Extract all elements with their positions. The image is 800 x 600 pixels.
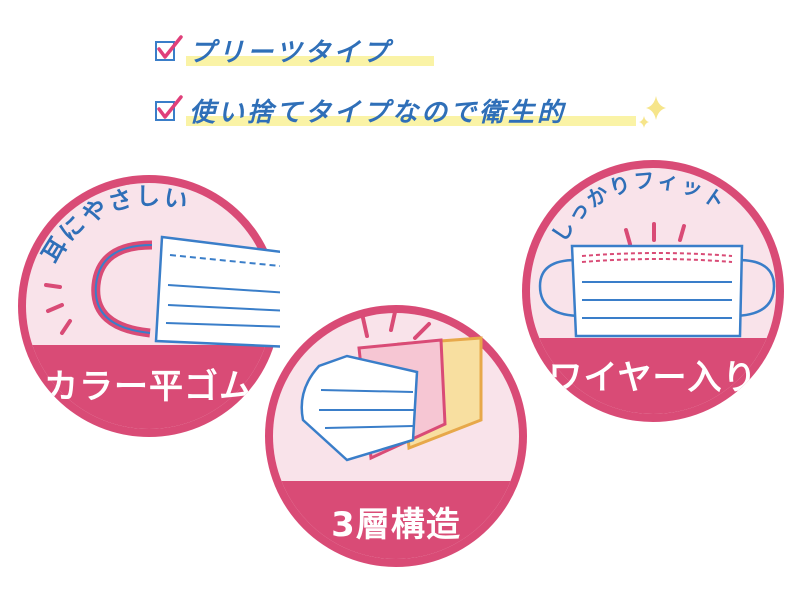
curved-label-wire: しっかりフィット — [547, 168, 729, 246]
feature-item-1: プリーツタイプ — [155, 32, 391, 69]
badge-band — [530, 338, 776, 414]
mask-front-illustration — [538, 222, 776, 338]
feature-item-2: 使い捨てタイプなので衛生的 — [155, 92, 566, 129]
badge-band-label: 3層構造 — [331, 505, 461, 545]
badge-band — [273, 481, 519, 559]
badge-band — [26, 345, 272, 429]
feature-label: プリーツタイプ — [189, 38, 392, 68]
checkbox-icon — [155, 94, 183, 121]
mask-side-illustration — [44, 235, 280, 348]
highlight-1 — [186, 56, 434, 66]
highlight-2 — [186, 116, 636, 126]
feature-label: 使い捨てタイプなので衛生的 — [189, 98, 567, 128]
badge-band-label: ワイヤー入り — [548, 358, 758, 398]
sparkle-icon — [639, 96, 666, 128]
checkbox-icon — [155, 34, 183, 61]
badge-band-label: カラー平ゴム — [44, 367, 254, 407]
mask-layers-illustration — [300, 310, 483, 462]
